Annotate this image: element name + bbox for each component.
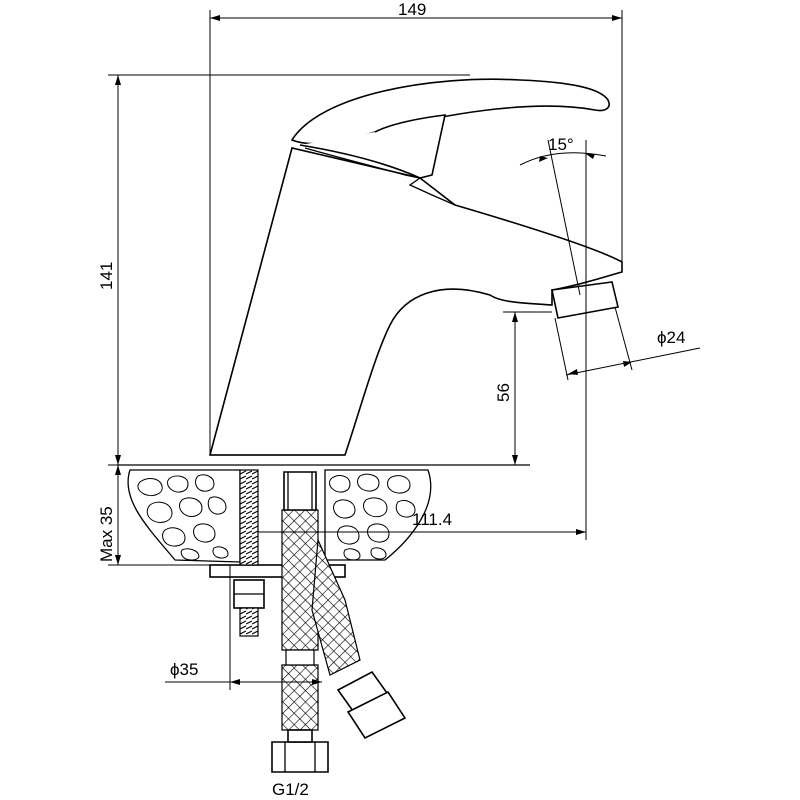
overall-width-label: 149 bbox=[398, 0, 426, 19]
dimension-spout-height: 56 bbox=[494, 311, 552, 465]
aerator-icon bbox=[551, 281, 619, 319]
dimension-mounting-diameter: ϕ35 bbox=[165, 565, 322, 690]
deck-thickness-label: Max 35 bbox=[97, 506, 116, 562]
faucet-body-icon bbox=[208, 147, 623, 456]
dimension-spout-reach: 111.4 bbox=[258, 510, 586, 535]
mounting-diameter-label: ϕ35 bbox=[170, 660, 198, 679]
dimension-aerator-diameter: ϕ24 bbox=[554, 306, 701, 381]
flexible-hose-icon bbox=[281, 471, 361, 731]
dimension-overall-height: 141 bbox=[97, 74, 470, 465]
spout-height-label: 56 bbox=[494, 383, 513, 402]
aerator-diameter-label: ϕ24 bbox=[657, 328, 685, 347]
countertop-section bbox=[127, 469, 432, 563]
dimension-handle-angle: 15° bbox=[519, 135, 607, 540]
hex-nut-icon bbox=[271, 670, 407, 773]
spout-reach-label: 111.4 bbox=[412, 510, 452, 529]
lever-handle-icon bbox=[290, 78, 610, 179]
overall-height-label: 141 bbox=[97, 262, 116, 290]
dimension-overall-width: 149 bbox=[209, 0, 623, 455]
handle-angle-label: 15° bbox=[548, 135, 574, 154]
dimension-deck-thickness: Max 35 bbox=[97, 464, 210, 566]
thread-size-label: G1/2 bbox=[272, 780, 309, 799]
threaded-stud-icon bbox=[233, 469, 265, 637]
